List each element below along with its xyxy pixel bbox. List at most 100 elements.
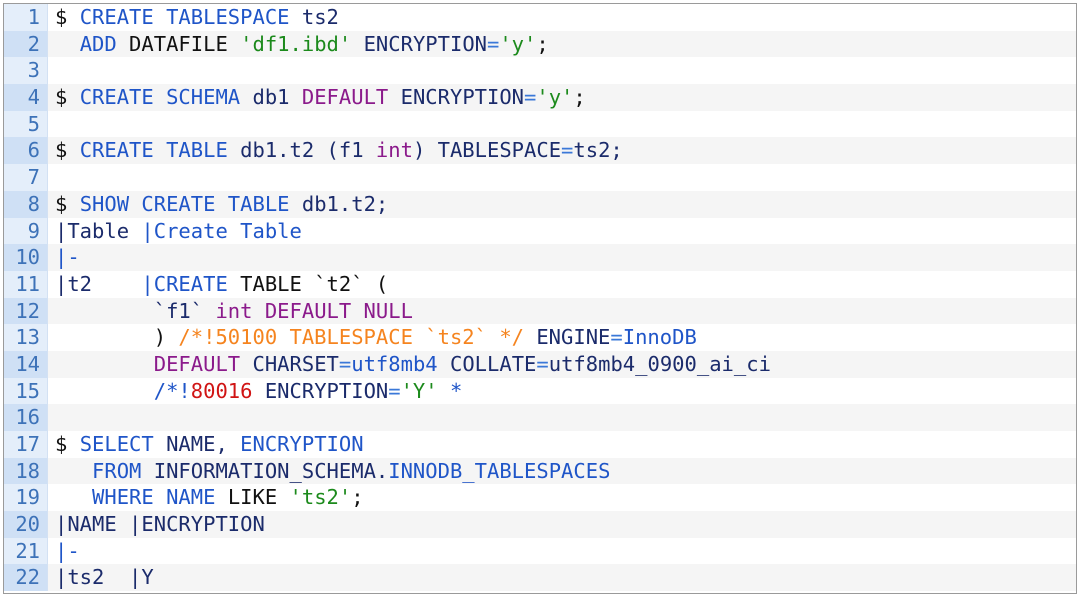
code-line: 19 WHERE NAME LIKE 'ts2';: [4, 484, 1076, 512]
code-token: |NAME |ENCRYPTION: [55, 512, 265, 537]
code-token: 'ts2': [289, 485, 352, 510]
code-token: utf8mb4_0900_ai_ci: [548, 351, 771, 376]
line-number: 12: [4, 297, 48, 325]
code-token: COLLATE: [437, 351, 537, 376]
code-token: ts2;: [573, 138, 623, 163]
code-token: ENGINE: [524, 325, 611, 350]
code-token: |Create Table: [141, 218, 302, 243]
code-token: NAME: [153, 485, 228, 510]
code-token: utf8mb4: [351, 351, 438, 376]
code-token: ;: [536, 31, 549, 56]
line-number: 20: [4, 511, 48, 538]
code-text: $ CREATE SCHEMA db1 DEFAULT ENCRYPTION='…: [48, 84, 1076, 111]
code-text: /*!80016 ENCRYPTION='Y' *: [48, 377, 1076, 405]
code-token: |ts2 |Y: [55, 565, 154, 590]
line-number: 5: [4, 110, 48, 138]
code-token: LIKE: [227, 485, 290, 510]
code-token: =: [338, 351, 352, 376]
code-line: 13 ) /*!50100 TABLESPACE `ts2` */ ENGINE…: [4, 324, 1076, 351]
code-token: int DEFAULT NULL: [215, 298, 413, 323]
code-text: $ CREATE TABLESPACE ts2: [48, 4, 1076, 31]
line-number: 13: [4, 324, 48, 351]
code-text: [48, 110, 1076, 138]
code-token: ENCRYPTION: [252, 378, 389, 403]
code-token: DATAFILE: [116, 31, 241, 56]
code-token: ENCRYPTION: [388, 85, 525, 110]
code-token: [55, 459, 92, 483]
code-line: 20 |NAME |ENCRYPTION: [4, 511, 1076, 538]
code-token: CREATE TABLE: [79, 138, 228, 163]
code-token: $: [55, 5, 80, 29]
line-number: 9: [4, 217, 48, 245]
code-text: |-: [48, 244, 1076, 271]
line-number: 1: [4, 4, 48, 31]
code-token: 'y': [499, 31, 537, 56]
code-token: db1.t2;: [289, 191, 389, 216]
line-number: 15: [4, 377, 48, 405]
code-line: 21 |-: [4, 537, 1076, 565]
code-token: `f1`: [55, 298, 216, 323]
code-token: CHARSET: [240, 351, 339, 376]
code-line: 6$ CREATE TABLE db1.t2 (f1 int) TABLESPA…: [4, 137, 1076, 165]
code-token: =: [524, 85, 537, 110]
code-token: ;: [351, 485, 364, 510]
code-line: 10|-: [4, 244, 1076, 271]
code-token: INNODB_TABLESPACES: [388, 458, 611, 483]
line-number: 6: [4, 137, 48, 165]
line-number: 19: [4, 484, 48, 512]
line-number: 22: [4, 564, 48, 592]
code-token: SELECT: [79, 432, 154, 456]
code-text: |Table |Create Table: [48, 217, 1076, 245]
code-token: |-: [55, 538, 80, 563]
code-text: [48, 57, 1076, 85]
code-text: ) /*!50100 TABLESPACE `ts2` */ ENGINE=In…: [48, 324, 1076, 351]
code-text: `f1` int DEFAULT NULL: [48, 297, 1076, 325]
code-token: $: [55, 85, 80, 110]
code-line: 12 `f1` int DEFAULT NULL: [4, 297, 1076, 325]
code-line: 11|t2 |CREATE TABLE `t2` (: [4, 270, 1076, 298]
code-text: $ CREATE TABLE db1.t2 (f1 int) TABLESPAC…: [48, 137, 1076, 165]
line-number: 3: [4, 57, 48, 85]
code-token: ;: [573, 85, 586, 110]
code-token: [55, 485, 92, 509]
code-text: [48, 164, 1076, 191]
code-line: 3: [4, 57, 1076, 85]
code-token: DEFAULT: [153, 351, 241, 376]
code-line: 9|Table |Create Table: [4, 217, 1076, 245]
line-number: 11: [4, 270, 48, 298]
line-number: 10: [4, 244, 48, 271]
code-token: $: [55, 191, 80, 216]
code-line: 14 DEFAULT CHARSET=utf8mb4 COLLATE=utf8m…: [4, 350, 1076, 378]
code-line: 5: [4, 110, 1076, 138]
code-token: =: [561, 138, 574, 163]
code-token: [55, 32, 80, 56]
line-number: 8: [4, 190, 48, 218]
code-line: 7: [4, 164, 1076, 191]
code-line: 2 ADD DATAFILE 'df1.ibd' ENCRYPTION='y';: [4, 30, 1076, 58]
code-line: 4$ CREATE SCHEMA db1 DEFAULT ENCRYPTION=…: [4, 84, 1076, 111]
code-token: ): [55, 325, 179, 350]
line-number: 16: [4, 404, 48, 431]
code-token: =: [536, 351, 549, 376]
line-number: 4: [4, 84, 48, 111]
code-line: 8$ SHOW CREATE TABLE db1.t2;: [4, 190, 1076, 218]
code-token: NAME,: [153, 432, 241, 456]
code-token: =: [610, 325, 623, 350]
code-token: db1.t2 (f1: [227, 138, 376, 163]
code-text: [48, 404, 1076, 431]
code-token: CREATE SCHEMA: [79, 85, 241, 110]
code-token: ts2: [289, 5, 339, 29]
code-token: 'df1.ibd': [240, 31, 352, 56]
code-token: ENCRYPTION: [351, 31, 487, 56]
code-token: /*!50100 TABLESPACE `ts2` */: [178, 325, 524, 350]
line-number: 21: [4, 537, 48, 565]
line-number: 7: [4, 164, 48, 191]
code-token: InnoDB: [622, 325, 697, 350]
code-token: ) TABLESPACE: [412, 138, 562, 163]
code-token: ADD: [79, 31, 117, 56]
code-token: |Table: [55, 218, 142, 243]
code-token: |t2: [55, 271, 142, 296]
code-token: $: [55, 138, 80, 163]
code-line: 15 /*!80016 ENCRYPTION='Y' *: [4, 377, 1076, 405]
